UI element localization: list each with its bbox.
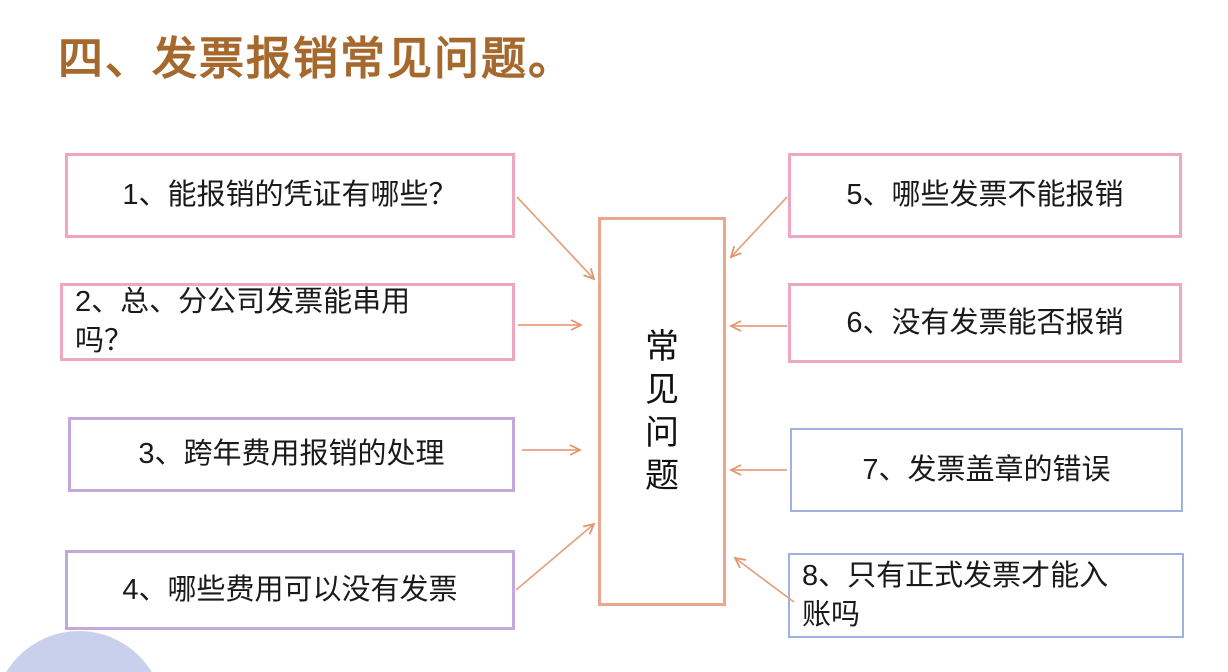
question-box-5-label: 5、哪些发票不能报销 [846,179,1124,211]
center-box-char: 题 [645,456,679,495]
question-box-3-label: 3、跨年费用报销的处理 [138,438,445,470]
question-box-2: 2、总、分公司发票能串用 吗？ [60,283,515,361]
question-box-1-label: 1、能报销的凭证有哪些？ [122,179,458,211]
center-box-char: 见 [645,370,679,409]
question-box-3: 3、跨年费用报销的处理 [68,417,515,492]
arrow-box8-to-center [733,556,795,603]
slide-title: 四、发票报销常见问题。 [58,33,576,84]
center-box-char: 常 [645,327,679,366]
arrow-box4-to-center [515,522,596,591]
question-box-6-label: 6、没有发票能否报销 [846,306,1124,339]
question-box-4: 4、哪些费用可以没有发票 [65,550,515,630]
question-box-7-label: 7、发票盖章的错误 [862,453,1111,486]
center-box-char: 问 [645,413,679,452]
question-box-7: 7、发票盖章的错误 [790,428,1183,512]
common-problems-center-box: 常 见 问 题 [598,217,726,606]
question-box-2-label: 2、总、分公司发票能串用 吗？ [75,286,411,357]
arrow-box5-to-center [729,196,788,259]
arrow-box1-to-center [516,196,596,281]
corner-circle-decoration [0,631,164,672]
question-box-4-label: 4、哪些费用可以没有发票 [122,573,458,606]
question-box-5: 5、哪些发票不能报销 [788,153,1182,238]
question-box-8: 8、只有正式发票才能入 账吗 [788,553,1184,638]
question-box-8-label: 8、只有正式发票才能入 账吗 [802,559,1109,631]
question-box-1: 1、能报销的凭证有哪些？ [65,153,515,238]
question-box-6: 6、没有发票能否报销 [788,283,1182,363]
